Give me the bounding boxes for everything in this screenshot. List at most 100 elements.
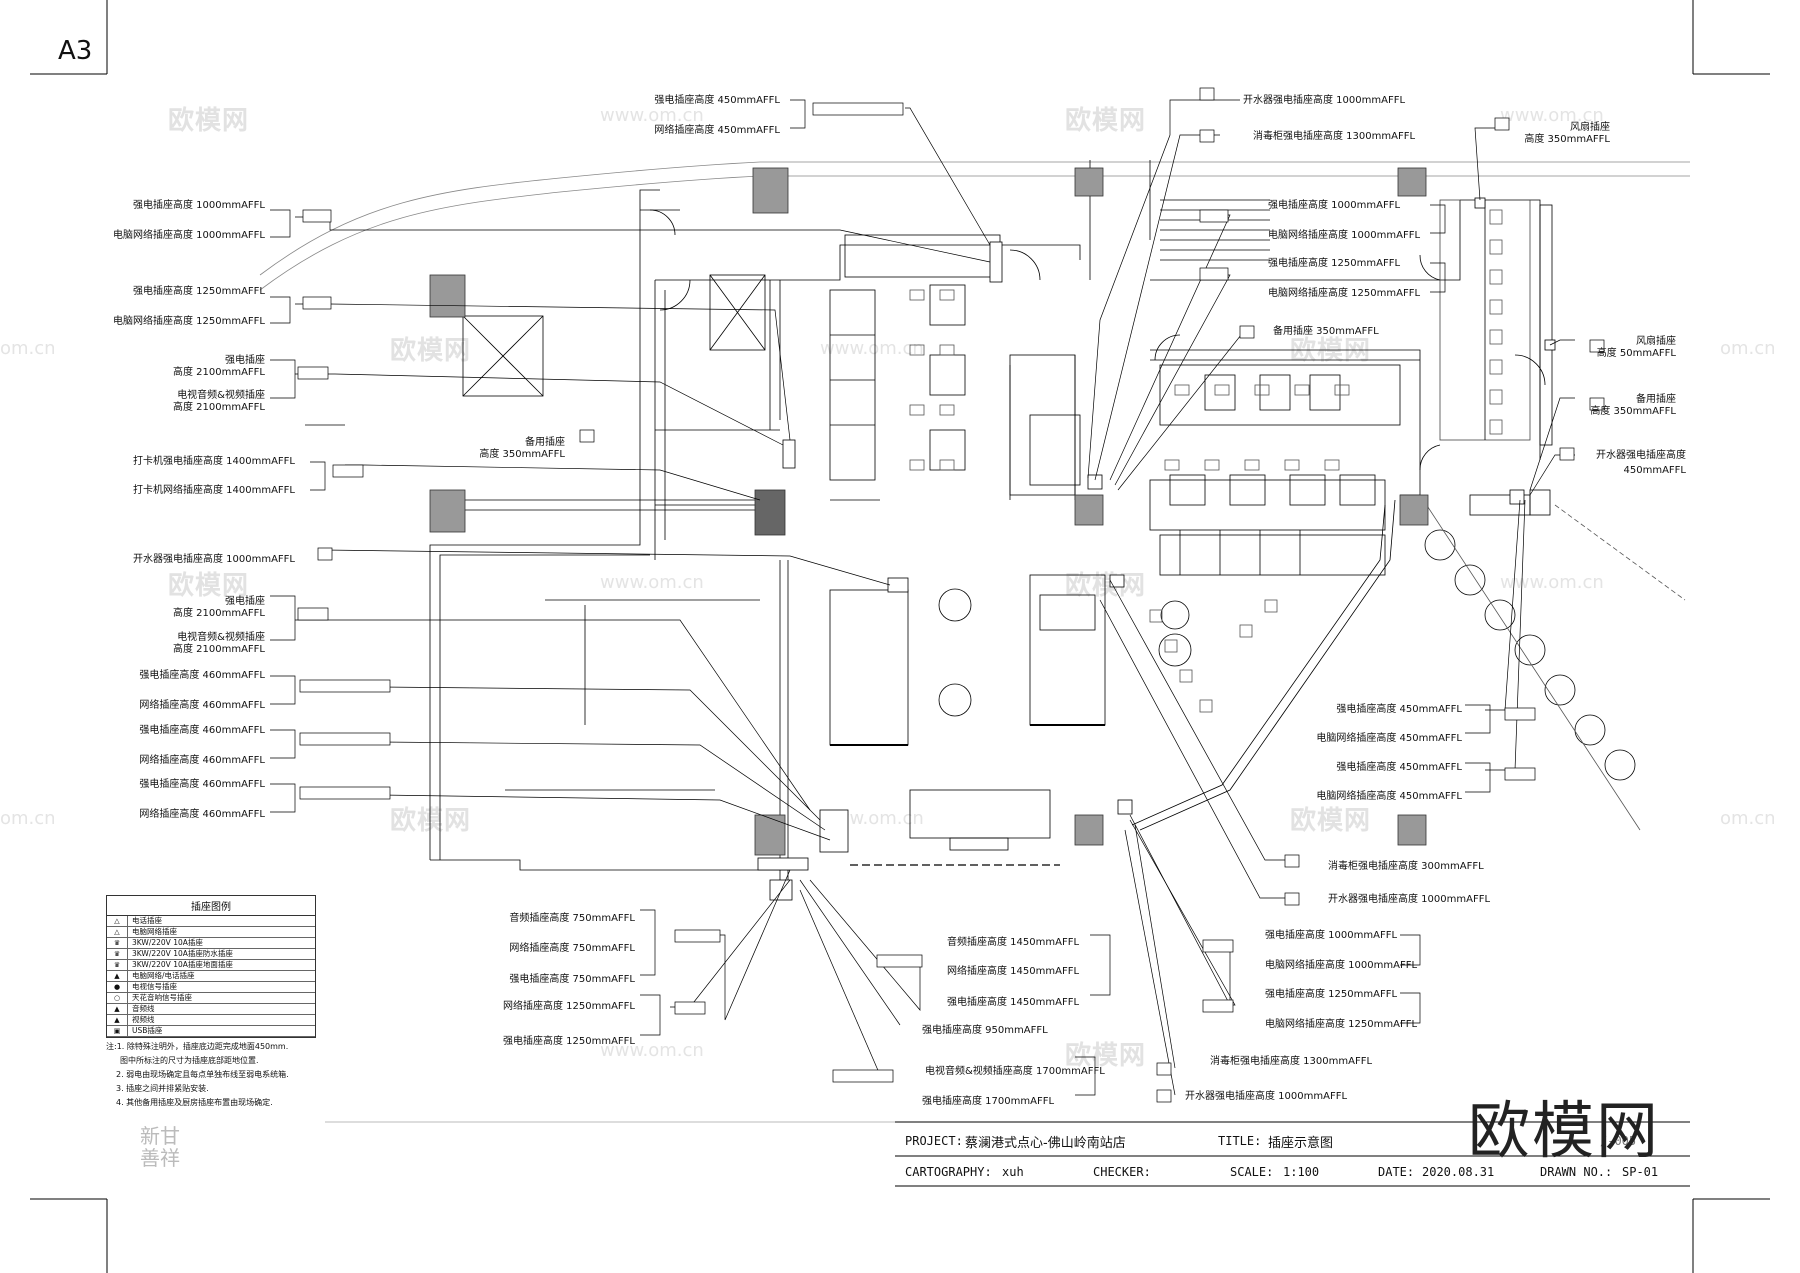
watermark-url: www.om.cn: [600, 572, 704, 593]
date-label: DATE:: [1378, 1165, 1415, 1179]
logo-line: 新甘: [140, 1124, 180, 1148]
cartography-value: xuh: [1002, 1165, 1024, 1179]
socket-label: 450mmAFFL: [1623, 465, 1687, 476]
socket-label: 风扇插座: [1636, 336, 1676, 347]
socket-label: 备用插座 350mmAFFL: [1273, 326, 1379, 337]
legend-table: 插座图例 △电话插座△电脑网络插座♛3KW/220V 10A插座♛3KW/220…: [106, 895, 316, 1038]
date-value: 2020.08.31: [1422, 1165, 1495, 1179]
project-label: PROJECT:: [905, 1134, 963, 1148]
logo-line: 善祥: [140, 1146, 180, 1170]
watermark: 欧模网: [168, 106, 250, 136]
watermark: 欧模网: [168, 571, 250, 601]
socket-label: 强电插座: [225, 355, 265, 366]
legend-text: 音频线: [132, 1004, 155, 1013]
legend-symbol-icon: ○: [107, 993, 128, 1003]
legend-text: 电脑网络/电话插座: [132, 971, 195, 980]
watermark: 欧模网: [1290, 806, 1372, 836]
socket-label: 备用插座: [525, 437, 565, 448]
cartography-label: CARTOGRAPHY:: [905, 1165, 992, 1179]
title-label: TITLE:: [1218, 1134, 1262, 1148]
legend-row: ♛ 3KW/220V 10A插座地面插座: [107, 960, 315, 971]
legend-symbol-icon: ♛: [107, 938, 128, 948]
socket-label: 高度 50mmAFFL: [1596, 348, 1676, 359]
scale-value: 1:100: [1283, 1165, 1320, 1179]
socket-label: 风扇插座: [1570, 122, 1610, 133]
legend-symbol-icon: ♛: [107, 949, 128, 959]
project-value: 蔡澜港式点心-佛山岭南站店: [965, 1136, 1126, 1151]
socket-label: 电脑网络插座高度 1000mmAFFL: [1265, 960, 1418, 971]
legend-symbol-icon: △: [107, 916, 128, 926]
company-logo: 新甘 善祥: [140, 1125, 180, 1169]
socket-label: 音频插座高度 750mmAFFL: [509, 913, 635, 924]
socket-label: 强电插座高度 950mmAFFL: [922, 1025, 1048, 1036]
big-watermark: 欧模网: [1468, 1094, 1661, 1167]
legend-text: 3KW/220V 10A插座: [132, 938, 203, 947]
socket-label: 强电插座: [225, 596, 265, 607]
socket-label: 网络插座高度 1450mmAFFL: [947, 966, 1080, 977]
watermark: 欧模网: [1290, 336, 1372, 366]
socket-label: 强电插座高度 450mmAFFL: [654, 95, 780, 106]
socket-label: 强电插座高度 1250mmAFFL: [1268, 258, 1401, 269]
socket-label: 强电插座高度 1700mmAFFL: [922, 1096, 1055, 1107]
watermark-url: www.om.cn: [1500, 572, 1604, 593]
socket-label: 强电插座高度 1250mmAFFL: [132, 286, 265, 297]
socket-label: 网络插座高度 460mmAFFL: [139, 809, 265, 820]
socket-label: 打卡机强电插座高度 1400mmAFFL: [132, 456, 295, 467]
legend-symbol-icon: △: [107, 927, 128, 937]
legend-symbol-icon: ♛: [107, 960, 128, 970]
watermark: 欧模网: [390, 336, 472, 366]
watermark: 欧模网: [1065, 106, 1147, 136]
socket-label: 消毒柜强电插座高度 300mmAFFL: [1328, 861, 1484, 872]
notes: 注:1. 除特殊注明外，插座底边距完成地面450mm. 图中所标注的尺寸为插座底…: [106, 1040, 289, 1110]
legend-text: 视频线: [132, 1015, 155, 1024]
socket-label: 高度 350mmAFFL: [479, 449, 565, 460]
watermark-url: om.cn: [1720, 338, 1776, 359]
socket-label: 高度 2100mmAFFL: [172, 367, 265, 378]
socket-label: 电脑网络插座高度 1250mmAFFL: [112, 316, 265, 327]
checker-label: CHECKER:: [1093, 1165, 1151, 1179]
socket-label: 开水器强电插座高度 1000mmAFFL: [132, 554, 295, 565]
legend-symbol-icon: ▲: [107, 1015, 128, 1025]
socket-label: 开水器强电插座高度: [1596, 450, 1686, 461]
legend-text: 3KW/220V 10A插座地面插座: [132, 960, 233, 969]
socket-label: 强电插座高度 450mmAFFL: [1336, 762, 1462, 773]
socket-label: 高度 350mmAFFL: [1590, 406, 1676, 417]
legend-text: 3KW/220V 10A插座防水插座: [132, 949, 233, 958]
scale-label: SCALE:: [1230, 1165, 1274, 1179]
socket-label: 高度 2100mmAFFL: [172, 608, 265, 619]
socket-label: 强电插座高度 450mmAFFL: [1336, 704, 1462, 715]
legend-row: ○天花音响信号插座: [107, 993, 315, 1004]
socket-label: 电脑网络插座高度 1000mmAFFL: [1268, 230, 1421, 241]
drawing-code: /-005: [1600, 1134, 1637, 1148]
legend-title: 插座图例: [107, 896, 315, 916]
drawn-no-label: DRAWN NO.:: [1540, 1165, 1613, 1179]
legend-row: ▲ 音频线: [107, 1004, 315, 1015]
socket-label: 强电插座高度 1450mmAFFL: [947, 997, 1080, 1008]
socket-label: 网络插座高度 450mmAFFL: [654, 125, 780, 136]
watermark-url: om.cn: [1720, 808, 1776, 829]
socket-label: 开水器强电插座高度 1000mmAFFL: [1243, 95, 1406, 106]
legend-row: ♛ 3KW/220V 10A插座防水插座: [107, 949, 315, 960]
note-line: 4. 其他备用插座及厨房插座布置由现场确定.: [116, 1098, 273, 1107]
watermark-url: www.om.cn: [600, 105, 704, 126]
legend-symbol-icon: ●: [107, 982, 128, 992]
legend-symbol-icon: ▣: [107, 1026, 128, 1036]
note-line: 2. 弱电由现场确定且每点单独布线至弱电系统箱.: [116, 1070, 289, 1079]
socket-label: 强电插座高度 1250mmAFFL: [502, 1036, 635, 1047]
socket-label: 打卡机网络插座高度 1400mmAFFL: [132, 485, 295, 496]
socket-label: 备用插座: [1636, 394, 1676, 405]
sheet-size-label: A3: [58, 36, 93, 66]
title-value: 插座示意图: [1268, 1136, 1334, 1151]
socket-label: 网络插座高度 460mmAFFL: [139, 755, 265, 766]
socket-label: 强电插座高度 460mmAFFL: [139, 670, 265, 681]
note-line: 图中所标注的尺寸为插座底部距地位置.: [120, 1056, 259, 1065]
socket-label: 电脑网络插座高度 1250mmAFFL: [1268, 288, 1421, 299]
legend-row: ▲ 视频线: [107, 1015, 315, 1026]
socket-label: 开水器强电插座高度 1000mmAFFL: [1185, 1091, 1348, 1102]
note-line: 注:1. 除特殊注明外，插座底边距完成地面450mm.: [106, 1042, 289, 1051]
legend-symbol-icon: ▲: [107, 1004, 128, 1014]
watermark-url: om.cn: [0, 338, 56, 359]
socket-label: 网络插座高度 460mmAFFL: [139, 700, 265, 711]
watermark-url: www.om.cn: [820, 338, 924, 359]
